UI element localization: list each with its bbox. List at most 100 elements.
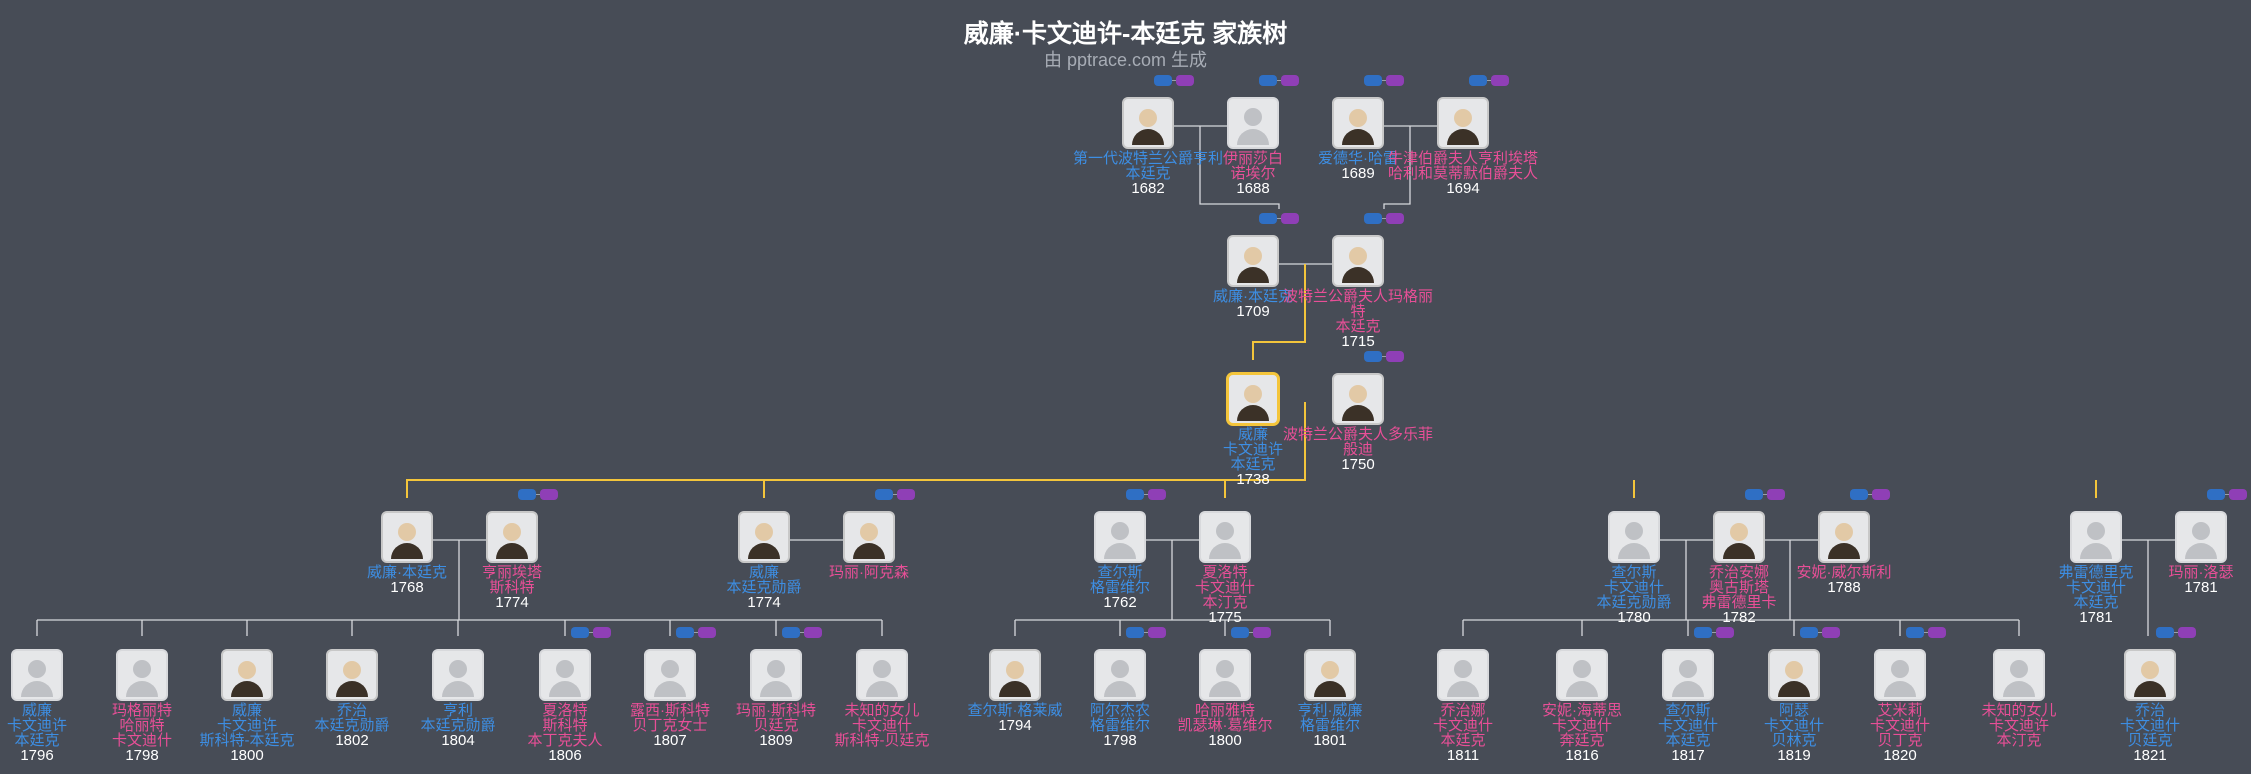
avatar-placeholder-icon[interactable] [1199, 649, 1251, 701]
person-node[interactable]: 未知的女儿 卡文迪许 本汀克 [1944, 649, 2094, 748]
mother-badge-icon[interactable] [804, 627, 822, 638]
father-badge-icon[interactable] [1694, 627, 1712, 638]
person-name[interactable]: 乔治安娜 奥古斯塔 弗雷德里卡 [1701, 564, 1777, 611]
father-badge-icon[interactable] [782, 627, 800, 638]
father-badge-icon[interactable] [1850, 489, 1868, 500]
mother-badge-icon[interactable] [1386, 351, 1404, 362]
mother-badge-icon[interactable] [1253, 627, 1271, 638]
father-badge-icon[interactable] [1259, 75, 1277, 86]
person-name[interactable]: 威廉 卡文迪许 本廷克 [1222, 426, 1283, 473]
person-name[interactable]: 安妮·威尔斯利 [1796, 564, 1892, 581]
avatar-placeholder-icon[interactable] [2175, 511, 2227, 563]
person-name[interactable]: 查尔斯 卡文迪什 本廷克 [1657, 702, 1718, 749]
portrait-photo[interactable] [1332, 235, 1384, 287]
person-name[interactable]: 威廉 本廷克勋爵 [726, 564, 802, 596]
father-badge-icon[interactable] [1154, 75, 1172, 86]
portrait-photo[interactable] [326, 649, 378, 701]
mother-badge-icon[interactable] [593, 627, 611, 638]
avatar-placeholder-icon[interactable] [1227, 97, 1279, 149]
mother-badge-icon[interactable] [1281, 213, 1299, 224]
portrait-photo[interactable] [1227, 373, 1279, 425]
father-badge-icon[interactable] [1364, 75, 1382, 86]
person-name[interactable]: 第一代波特兰公爵亨利 本廷克 [1073, 150, 1224, 182]
person-name[interactable]: 查尔斯 卡文迪什 本廷克勋爵 [1596, 564, 1672, 611]
avatar-placeholder-icon[interactable] [116, 649, 168, 701]
avatar-placeholder-icon[interactable] [432, 649, 484, 701]
portrait-photo[interactable] [1332, 373, 1384, 425]
mother-badge-icon[interactable] [1716, 627, 1734, 638]
person-name[interactable]: 乔治 卡文迪什 贝廷克 [2119, 702, 2180, 749]
portrait-photo[interactable] [989, 649, 1041, 701]
mother-badge-icon[interactable] [2178, 627, 2196, 638]
mother-badge-icon[interactable] [1386, 213, 1404, 224]
avatar-placeholder-icon[interactable] [1993, 649, 2045, 701]
avatar-placeholder-icon[interactable] [750, 649, 802, 701]
person-name[interactable]: 夏洛特 卡文迪什 本汀克 [1194, 564, 1255, 611]
father-badge-icon[interactable] [1126, 627, 1144, 638]
mother-badge-icon[interactable] [2229, 489, 2247, 500]
avatar-placeholder-icon[interactable] [1556, 649, 1608, 701]
person-node[interactable]: 未知的女儿 卡文迪什 斯科特-贝廷克 [807, 649, 957, 748]
portrait-photo[interactable] [1437, 97, 1489, 149]
portrait-photo[interactable] [738, 511, 790, 563]
avatar-placeholder-icon[interactable] [1199, 511, 1251, 563]
portrait-photo[interactable] [1713, 511, 1765, 563]
father-badge-icon[interactable] [875, 489, 893, 500]
person-name[interactable]: 未知的女儿 卡文迪许 本汀克 [1981, 702, 2057, 749]
portrait-photo[interactable] [1332, 97, 1384, 149]
father-badge-icon[interactable] [1126, 489, 1144, 500]
portrait-photo[interactable] [1227, 235, 1279, 287]
avatar-placeholder-icon[interactable] [856, 649, 908, 701]
avatar-placeholder-icon[interactable] [1094, 649, 1146, 701]
father-badge-icon[interactable] [1906, 627, 1924, 638]
father-badge-icon[interactable] [1364, 351, 1382, 362]
person-name[interactable]: 波特兰公爵夫人玛格丽特 本廷克 [1283, 288, 1434, 335]
mother-badge-icon[interactable] [1491, 75, 1509, 86]
father-badge-icon[interactable] [1364, 213, 1382, 224]
mother-badge-icon[interactable] [1148, 489, 1166, 500]
father-badge-icon[interactable] [518, 489, 536, 500]
mother-badge-icon[interactable] [1281, 75, 1299, 86]
person-name[interactable]: 玛格丽特 哈丽特 卡文迪什 [111, 702, 172, 749]
portrait-photo[interactable] [843, 511, 895, 563]
person-name[interactable]: 玛丽·洛瑟 [2168, 564, 2234, 581]
mother-badge-icon[interactable] [1386, 75, 1404, 86]
person-name[interactable]: 亨利·威廉 格雷维尔 [1297, 702, 1363, 734]
person-name[interactable]: 艾米莉 卡文迪什 贝丁克 [1869, 702, 1930, 749]
father-badge-icon[interactable] [571, 627, 589, 638]
avatar-placeholder-icon[interactable] [1437, 649, 1489, 701]
person-name[interactable]: 牛津伯爵夫人亨利埃塔 哈利和莫蒂默伯爵夫人 [1388, 150, 1539, 182]
father-badge-icon[interactable] [676, 627, 694, 638]
father-badge-icon[interactable] [2207, 489, 2225, 500]
mother-badge-icon[interactable] [897, 489, 915, 500]
person-name[interactable]: 亨丽埃塔 斯科特 [481, 564, 542, 596]
portrait-photo[interactable] [2124, 649, 2176, 701]
portrait-photo[interactable] [1304, 649, 1356, 701]
person-name[interactable]: 安妮·海蒂思 卡文迪什 奔廷克 [1542, 702, 1622, 749]
avatar-placeholder-icon[interactable] [1874, 649, 1926, 701]
mother-badge-icon[interactable] [540, 489, 558, 500]
